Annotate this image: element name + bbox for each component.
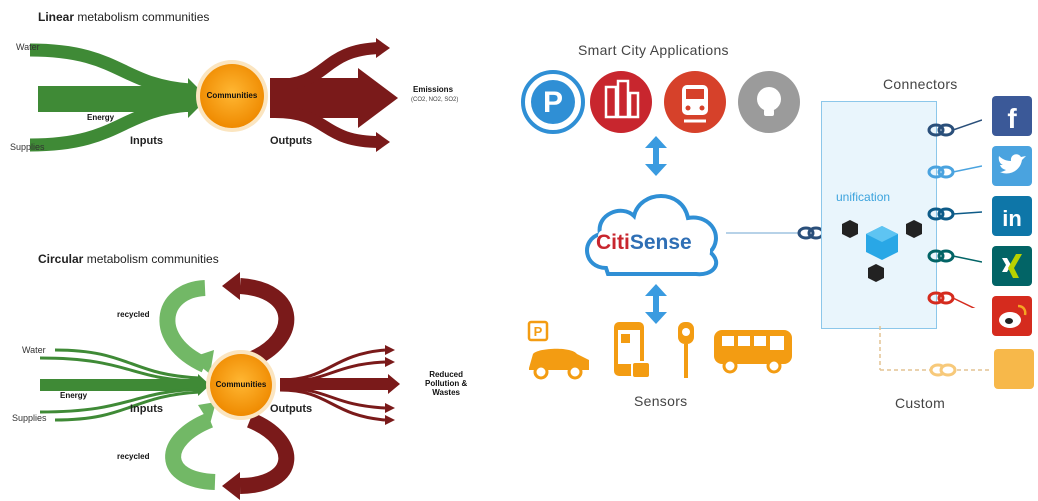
svg-text:in: in (1002, 206, 1022, 231)
custom-title: Custom (895, 395, 946, 411)
circular-outputs-label: Outputs (270, 403, 313, 415)
svg-text:P: P (534, 324, 543, 339)
citisense-cloud[interactable] (578, 178, 728, 284)
circular-recycled-top-label: recycled (117, 310, 150, 319)
bus-icon[interactable] (712, 326, 796, 378)
circular-recycle-top-green (159, 280, 209, 373)
unification-label: unification (836, 190, 891, 204)
linkedin-icon[interactable]: in (992, 196, 1032, 236)
parking-icon[interactable]: P (520, 69, 586, 135)
linear-emissions-sub: (CO2, NO2, SO2) (411, 97, 459, 103)
connectors-title: Connectors (883, 76, 958, 92)
circular-inputs-label: Inputs (130, 403, 163, 415)
linear-communities-label: Communities (206, 91, 258, 100)
weibo-icon[interactable] (992, 296, 1032, 336)
linear-output-arrowhead (358, 68, 398, 128)
linear-energy-arrow-body (38, 86, 190, 112)
circular-energy-label: Energy (60, 391, 88, 400)
city-buildings-icon[interactable] (588, 69, 654, 135)
linear-emissions-label: Emissions (413, 85, 454, 94)
linear-water-arrow (29, 43, 191, 97)
linear-diagram (29, 38, 398, 152)
facebook-icon[interactable]: f (992, 96, 1032, 136)
twitter-icon[interactable] (992, 146, 1032, 186)
cloud-sensor-arrow (645, 284, 667, 324)
circular-supplies-label: Supplies (12, 413, 47, 423)
unification-platform-panel[interactable] (821, 101, 937, 329)
app-cloud-arrow (645, 136, 667, 176)
circular-recycle-bottom-green (165, 412, 216, 490)
connector-chains (927, 119, 982, 308)
cloud-platform-link (726, 226, 825, 240)
circular-recycled-bottom-label: recycled (117, 452, 150, 461)
linear-energy-label: Energy (87, 113, 115, 122)
svg-text:f: f (1007, 103, 1017, 134)
circular-communities-circle (210, 354, 272, 416)
sensors-title: Sensors (634, 393, 688, 409)
linear-communities-circle (200, 64, 264, 128)
xing-icon[interactable] (992, 246, 1032, 286)
cubes-icon (842, 220, 922, 282)
citisense-logo: CitiSense (596, 231, 692, 254)
street-light-icon[interactable] (676, 320, 696, 382)
circular-result-label: Reduced Pollution & Wastes (425, 370, 468, 397)
custom-dashed-link (879, 326, 992, 377)
linear-title: Linear metabolism communities (38, 10, 210, 24)
light-bulb-icon[interactable] (736, 69, 802, 135)
smartphone-icon[interactable] (610, 320, 652, 382)
circular-recycle-bottom-red (239, 412, 295, 494)
custom-connector-tile[interactable] (994, 349, 1034, 389)
circular-recycle-top-red (239, 278, 295, 368)
apps-title: Smart City Applications (578, 42, 729, 58)
linear-output-bottom (274, 106, 381, 148)
linear-supplies-label: Supplies (10, 142, 45, 152)
linear-output-top (274, 42, 381, 91)
linear-water-label: Water (16, 42, 40, 52)
circular-water-label: Water (22, 345, 46, 355)
svg-text:P: P (543, 86, 563, 119)
train-icon[interactable] (662, 69, 728, 135)
linear-outputs-label: Outputs (270, 135, 313, 147)
linear-inputs-label: Inputs (130, 135, 163, 147)
parking-car-icon[interactable]: P (523, 320, 595, 382)
circular-diagram (39, 272, 400, 500)
circular-title: Circular metabolism communities (38, 252, 219, 266)
circular-communities-label: Communities (215, 380, 267, 389)
